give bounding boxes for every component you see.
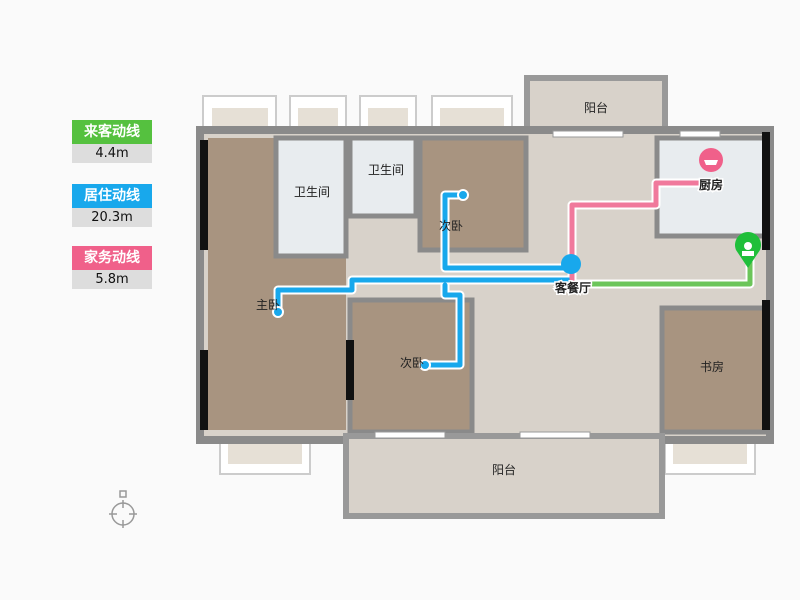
label-bath2: 卫生间 bbox=[368, 163, 404, 177]
label-master: 主卧 bbox=[256, 298, 280, 312]
label-bath1: 卫生间 bbox=[294, 185, 330, 199]
label-bedroom-top: 次卧 bbox=[439, 219, 463, 233]
legend-guest-value: 4.4m bbox=[72, 144, 152, 163]
room-bath1 bbox=[273, 135, 349, 259]
label-bedroom-bottom: 次卧 bbox=[400, 356, 424, 370]
room-bath2 bbox=[347, 135, 419, 219]
legend-chores-label: 家务动线 bbox=[72, 246, 152, 270]
legend-chores: 家务动线 5.8m bbox=[72, 246, 152, 289]
legend-living-value: 20.3m bbox=[72, 208, 152, 227]
route-living bbox=[275, 192, 575, 368]
route-chores bbox=[569, 180, 713, 283]
routes bbox=[272, 178, 755, 371]
legend-guest: 来客动线 4.4m bbox=[72, 120, 152, 163]
label-study: 书房 bbox=[700, 359, 724, 374]
label-balcony-bottom: 阳台 bbox=[492, 462, 516, 477]
room-bedroom-top bbox=[417, 135, 529, 253]
pin-living-icon bbox=[561, 254, 581, 274]
compass-icon bbox=[109, 490, 137, 528]
legend-chores-value: 5.8m bbox=[72, 270, 152, 289]
label-living: 客餐厅 bbox=[554, 280, 591, 295]
pin-entrance-icon bbox=[735, 232, 761, 268]
legend-living: 居住动线 20.3m bbox=[72, 184, 152, 227]
label-kitchen: 厨房 bbox=[699, 177, 723, 192]
route-guest bbox=[569, 257, 753, 287]
pin-kitchen-icon bbox=[699, 148, 723, 172]
label-balcony-top: 阳台 bbox=[584, 100, 608, 115]
balcony-bottom bbox=[343, 433, 665, 519]
legend-guest-label: 来客动线 bbox=[72, 120, 152, 144]
legend-living-label: 居住动线 bbox=[72, 184, 152, 208]
